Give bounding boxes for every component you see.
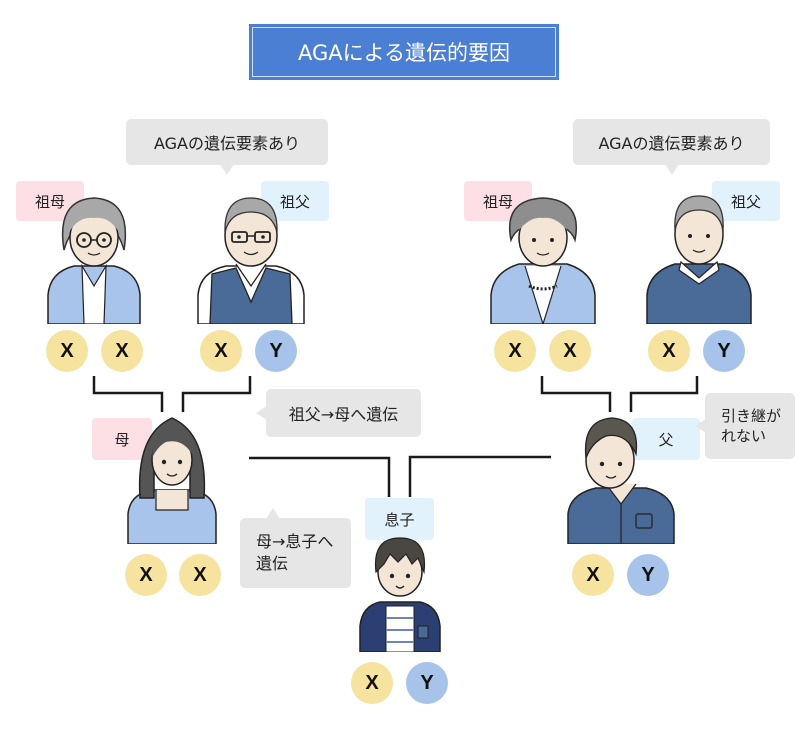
son-tag: 息子 xyxy=(365,498,434,540)
mother-illustration xyxy=(127,417,217,544)
son-inheritance-bubble: 母→息子へ 遺伝 xyxy=(240,508,351,588)
son-chromosome-2: Y xyxy=(406,662,448,704)
maternal-grandfather-illustration xyxy=(197,197,305,324)
father-chromosome-2: Y xyxy=(627,554,669,596)
maternal-grandmother-chromosome-1: X xyxy=(46,330,88,372)
father-bubble-line-2: れない xyxy=(721,427,767,445)
paternal-grandmother-chromosome-1: X xyxy=(494,330,536,372)
maternal-grandfather-chromosome-1: X xyxy=(200,330,242,372)
maternal-grandfather-chromosome-2: Y xyxy=(255,330,297,372)
paternal-grandfather-tag: 祖父 xyxy=(712,181,780,221)
connector-paternal-grandfather xyxy=(629,376,699,412)
paternal-aga-bubble: AGAの遺伝要素あり xyxy=(573,119,770,175)
mother-inheritance-bubble: 祖父→母へ遺伝 xyxy=(256,389,421,437)
title-text: AGAによる遺伝的要因 xyxy=(252,27,556,77)
connector-maternal-grandmother xyxy=(92,376,164,412)
diagram-title: AGAによる遺伝的要因 xyxy=(249,24,559,80)
maternal-grandmother-illustration xyxy=(47,197,141,324)
paternal-grandmother-chromosome-2: X xyxy=(549,330,591,372)
father-chromosome-1: X xyxy=(572,554,614,596)
father-bubble-line-1: 引き継が xyxy=(721,406,782,425)
connector-maternal-grandfather xyxy=(181,376,252,412)
son-bubble-line-1: 母→息子へ xyxy=(256,532,334,552)
paternal-grandmother-illustration xyxy=(490,197,596,324)
paternal-grandfather-illustration xyxy=(646,195,752,324)
son-illustration xyxy=(359,537,441,652)
paternal-grandfather-chromosome-1: X xyxy=(648,330,690,372)
father-not-inherited-bubble: 引き継が れない xyxy=(695,393,795,459)
connector-paternal-grandmother xyxy=(540,376,612,412)
mother-chromosome-1: X xyxy=(125,554,167,596)
connector-father-son xyxy=(408,455,551,497)
maternal-aga-bubble: AGAの遺伝要素あり xyxy=(126,119,328,175)
paternal-grandfather-chromosome-2: Y xyxy=(703,330,745,372)
father-illustration xyxy=(567,417,675,544)
son-bubble-line-2: 遺伝 xyxy=(256,554,289,573)
maternal-grandmother-chromosome-2: X xyxy=(101,330,143,372)
mother-tag: 母 xyxy=(92,418,152,460)
connector-mother-son xyxy=(249,456,391,497)
son-chromosome-1: X xyxy=(351,662,393,704)
father-tag: 父 xyxy=(632,418,700,460)
mother-chromosome-2: X xyxy=(179,554,221,596)
